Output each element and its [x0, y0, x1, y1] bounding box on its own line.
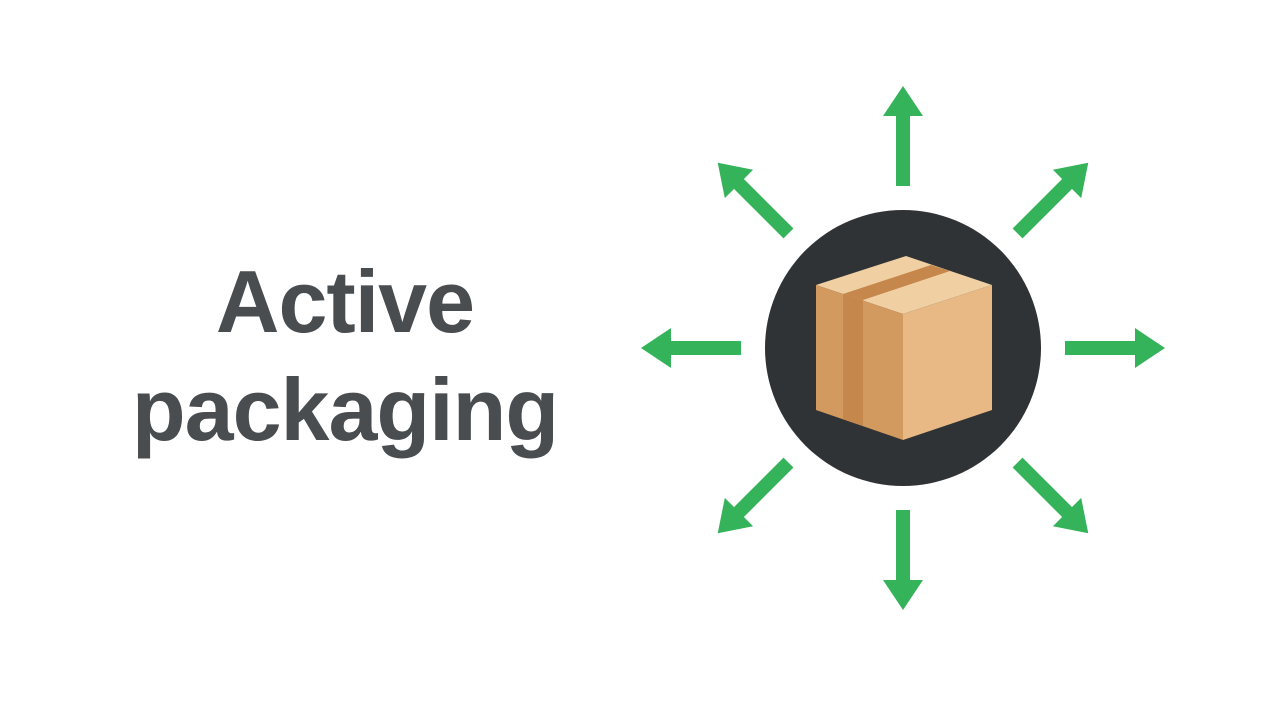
arrow-outward-icon [641, 328, 741, 368]
cardboard-box-icon [816, 256, 992, 440]
title-line-2: packaging [131, 360, 559, 459]
arrow-head [1052, 497, 1089, 534]
arrow-head [883, 580, 923, 610]
arrow-shaft [732, 177, 794, 239]
box-tape-top [843, 265, 950, 300]
arrow-outward-icon [883, 510, 923, 610]
arrow-shaft [1012, 457, 1074, 519]
arrow-shaft [732, 457, 794, 519]
arrow-outward-icon [1065, 328, 1165, 368]
arrow-shaft [1012, 177, 1074, 239]
box-right-face [903, 285, 992, 440]
title-line-1: Active [215, 252, 475, 351]
arrow-head [641, 328, 671, 368]
arrow-outward-icon [1012, 162, 1089, 239]
arrow-outward-icon [883, 86, 923, 186]
arrow-outward-icon [717, 457, 794, 534]
arrows-group [641, 86, 1165, 610]
arrow-head [1135, 328, 1165, 368]
arrow-head [883, 86, 923, 116]
title: Active packaging [100, 248, 590, 464]
arrow-outward-icon [1012, 457, 1089, 534]
box-tape-side [843, 294, 863, 426]
arrow-outward-icon [717, 162, 794, 239]
arrow-head [717, 162, 754, 199]
arrow-head [717, 497, 754, 534]
arrow-head [1052, 162, 1089, 199]
active-packaging-illustration [641, 86, 1165, 610]
